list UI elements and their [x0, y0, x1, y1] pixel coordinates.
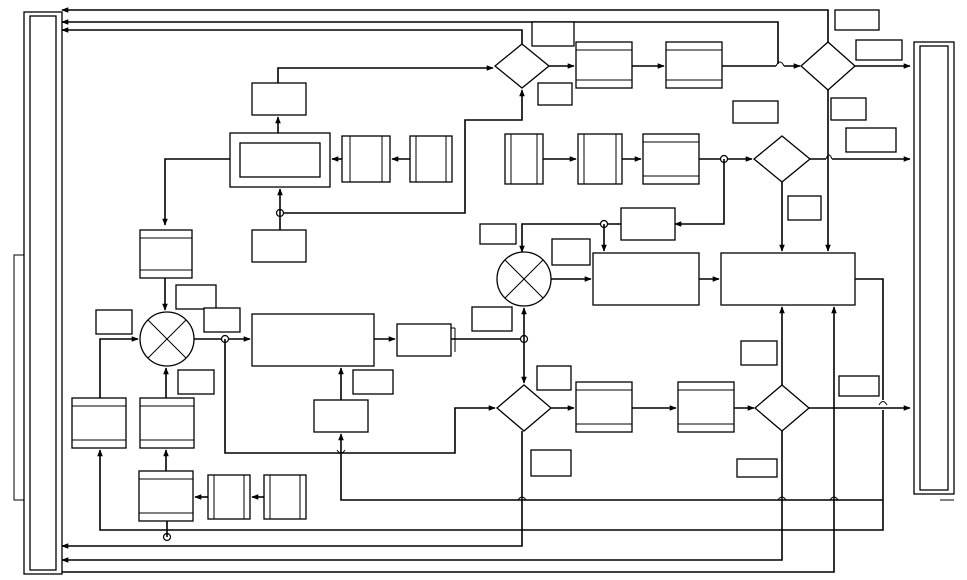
top-label-boxes — [531, 9, 903, 153]
label-box-5 — [471, 306, 513, 332]
decision-diamond-bottom — [495, 384, 553, 432]
label-box-4 — [177, 369, 215, 395]
decision-diamond-bottom-right — [753, 384, 811, 432]
right-bus-bar — [913, 41, 955, 495]
decision-diamond-mid — [752, 135, 812, 183]
label-box-10 — [838, 375, 880, 397]
mid-block-3 — [642, 133, 700, 185]
bottom-left-block-1 — [138, 470, 194, 522]
upper-left-box — [251, 82, 307, 116]
upper-mid-block-1 — [341, 135, 391, 183]
left-block-a — [71, 397, 127, 449]
main-output-block — [396, 323, 456, 357]
mid-block-2 — [577, 133, 623, 185]
label-box-8 — [530, 449, 572, 477]
label-box-3 — [203, 307, 241, 333]
left-block-b — [139, 397, 195, 449]
upper-left-input-box — [251, 229, 307, 263]
feedback-line-1 — [61, 7, 829, 42]
label-box-mid — [787, 195, 822, 221]
bottom-block-1 — [575, 381, 633, 433]
bottom-block-2 — [677, 381, 735, 433]
decision-diamond-top — [493, 43, 551, 89]
label-box-9 — [740, 340, 778, 366]
top-block-1 — [575, 41, 633, 89]
mid-block-1 — [504, 133, 544, 185]
crossing-humps — [336, 401, 888, 501]
feedback-line-3 — [61, 27, 523, 44]
label-box-2 — [95, 309, 133, 335]
left-bus-bar — [23, 11, 63, 575]
label-box-7 — [536, 365, 572, 391]
top-block-2 — [665, 41, 723, 89]
summing-junction-1 — [139, 311, 195, 367]
process-block-a — [592, 252, 700, 306]
upper-mid-block-2 — [409, 135, 453, 183]
label-box-11 — [736, 458, 778, 478]
feedback-line-2 — [61, 19, 779, 64]
feedback-block — [620, 207, 676, 241]
left-external-loop — [13, 254, 24, 501]
label-box-sum2 — [479, 223, 517, 245]
bottom-left-block-2 — [207, 474, 251, 520]
label-box-6 — [352, 369, 394, 395]
decision-diamond-top-right — [800, 41, 856, 91]
block-above-sum1 — [139, 229, 193, 279]
label-box-1 — [175, 284, 217, 310]
label-box-sum2-b — [551, 238, 591, 266]
bottom-left-block-3 — [263, 474, 307, 520]
controller-block — [229, 132, 331, 188]
main-process-block — [251, 313, 375, 367]
summing-junction-2 — [496, 251, 552, 307]
disturbance-box — [313, 399, 369, 433]
process-block-b — [720, 252, 856, 306]
